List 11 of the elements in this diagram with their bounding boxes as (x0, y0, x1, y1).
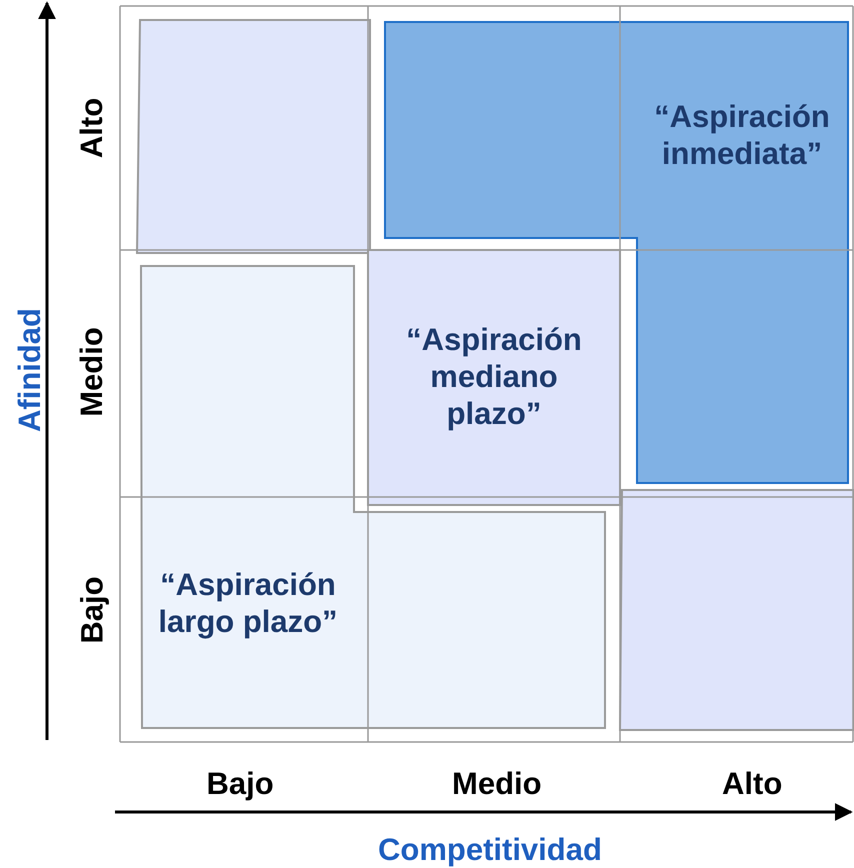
axis-tick-label: Alto (722, 766, 782, 802)
axis-title: Competitividad (378, 832, 602, 868)
axis-tick-label: Medio (452, 766, 542, 802)
axis-tick-label: Bajo (206, 766, 274, 802)
axis-title: Afinidad (12, 308, 48, 432)
axis-tick-label: Medio (74, 327, 110, 417)
region-label: “Aspiración inmediata” (653, 98, 831, 172)
axis-tick-label: Bajo (74, 576, 110, 644)
region-label: “Aspiración largo plazo” (157, 566, 339, 640)
region-label: “Aspiración mediano plazo” (405, 321, 583, 432)
axis-tick-label: Alto (74, 98, 110, 158)
